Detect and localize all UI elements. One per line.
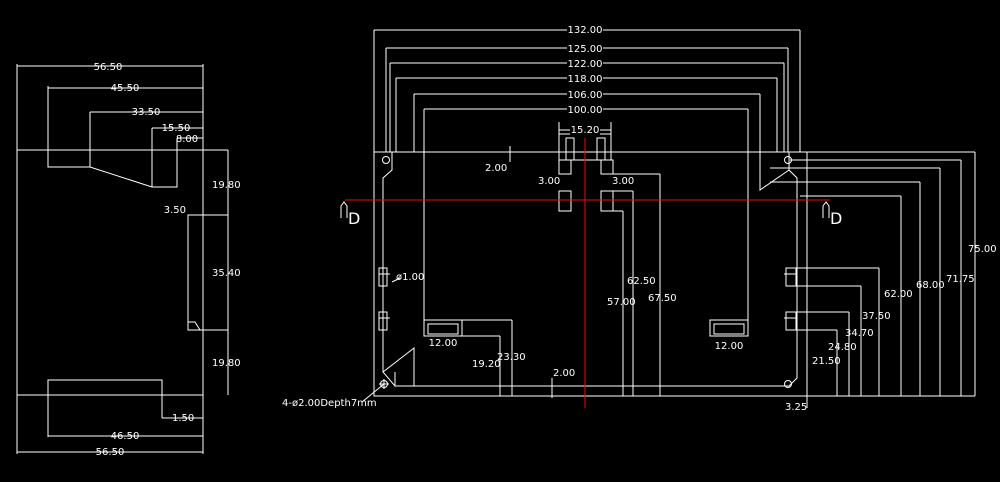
- dim-label: 21.50: [812, 356, 841, 367]
- side-rib: [378, 311, 388, 331]
- dim-label: 15.20: [571, 125, 600, 136]
- pad-left-inner: [427, 323, 459, 335]
- side-notch-detail: [188, 321, 201, 331]
- dim-label: 56.50: [96, 447, 125, 458]
- dim-label: 12.00: [429, 338, 458, 349]
- dim-label: 34.70: [845, 328, 874, 339]
- dim-label: 1.50: [172, 413, 194, 424]
- dim-label: 19.80: [212, 358, 241, 369]
- side-view: 56.50 45.50 33.50 15.50 8.00 19.80 3.50 …: [16, 62, 241, 458]
- pad-right-inner: [713, 323, 745, 335]
- leader-line: [391, 277, 401, 283]
- dim-label: 62.50: [627, 276, 656, 287]
- side-rib: [785, 311, 797, 331]
- dim-label: 100.00: [568, 105, 603, 116]
- dim-label: 19.20: [472, 359, 501, 370]
- dim-label: ø1.00: [396, 272, 424, 283]
- dim-label: 24.80: [828, 342, 857, 353]
- dim-label: 23.30: [497, 352, 526, 363]
- dim-label: 3.50: [164, 205, 186, 216]
- dim-label: 67.50: [648, 293, 677, 304]
- dim-label: 2.00: [553, 368, 575, 379]
- side-bottom-profile: [47, 379, 163, 395]
- dim-label: 15.50: [162, 123, 191, 134]
- dim-label: 68.00: [916, 280, 945, 291]
- mount-hole: [784, 380, 792, 388]
- dim-label: 3.25: [785, 402, 807, 413]
- center-cutout: [565, 137, 575, 161]
- dim-label: 37.50: [862, 311, 891, 322]
- dim-label: 19.80: [212, 180, 241, 191]
- dim-label: 3.00: [538, 176, 560, 187]
- front-outline: [373, 151, 808, 397]
- dim-label: 57.00: [607, 297, 636, 308]
- dim-label: 2.00: [485, 163, 507, 174]
- front-inner-frame: [382, 152, 798, 387]
- leader-line: [361, 383, 385, 403]
- dim-label: 62.00: [884, 289, 913, 300]
- dim-label: 8.00: [176, 134, 198, 145]
- front-corner-chamfer: [759, 152, 790, 191]
- section-arrow-right: [822, 201, 830, 218]
- dim-label: 12.00: [715, 341, 744, 352]
- dim-label: 75.00: [968, 244, 997, 255]
- side-rib: [378, 267, 388, 287]
- pad-right: [709, 319, 749, 337]
- dim-label: 56.50: [94, 62, 123, 73]
- dim-label: 125.00: [568, 44, 603, 55]
- section-arrow-left: [340, 201, 348, 218]
- slot-tab: [558, 159, 572, 175]
- dim-label: 3.00: [612, 176, 634, 187]
- dim-label: 45.50: [111, 83, 140, 94]
- section-mark-left: D: [348, 209, 360, 228]
- dim-label: 46.50: [111, 431, 140, 442]
- dim-label: 33.50: [132, 107, 161, 118]
- dim-label: 35.40: [212, 268, 241, 279]
- section-mark-right: D: [830, 209, 842, 228]
- slot-tab: [600, 159, 614, 175]
- front-corner-chamfer: [382, 346, 415, 386]
- dim-label: 122.00: [568, 59, 603, 70]
- dim-label: 71.75: [946, 274, 975, 285]
- side-top-profile: [17, 149, 178, 188]
- center-cutout: [596, 137, 606, 161]
- dim-label: 118.00: [568, 74, 603, 85]
- side-rib: [785, 267, 797, 287]
- slot-tab: [558, 190, 572, 212]
- front-view: D D 132.00 125.00 122.00 118.00 106.00 1…: [282, 24, 997, 413]
- mount-hole: [382, 156, 390, 164]
- pad-left: [423, 319, 463, 337]
- side-notch: [187, 214, 203, 331]
- dim-label: 132.00: [568, 25, 603, 36]
- slot-tab: [600, 190, 614, 212]
- hole-note: 4-ø2.00Depth7mm: [282, 398, 377, 409]
- dim-label: 106.00: [568, 90, 603, 101]
